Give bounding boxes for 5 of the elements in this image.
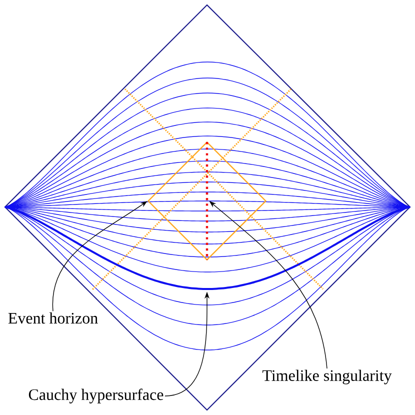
label-text: Event horizon <box>8 312 98 324</box>
label-text: Timelike singularity <box>262 370 392 384</box>
singularity-line <box>206 142 208 260</box>
hypersurface-curve <box>4 206 410 290</box>
label-text: Cauchy hypersurface <box>28 388 164 404</box>
